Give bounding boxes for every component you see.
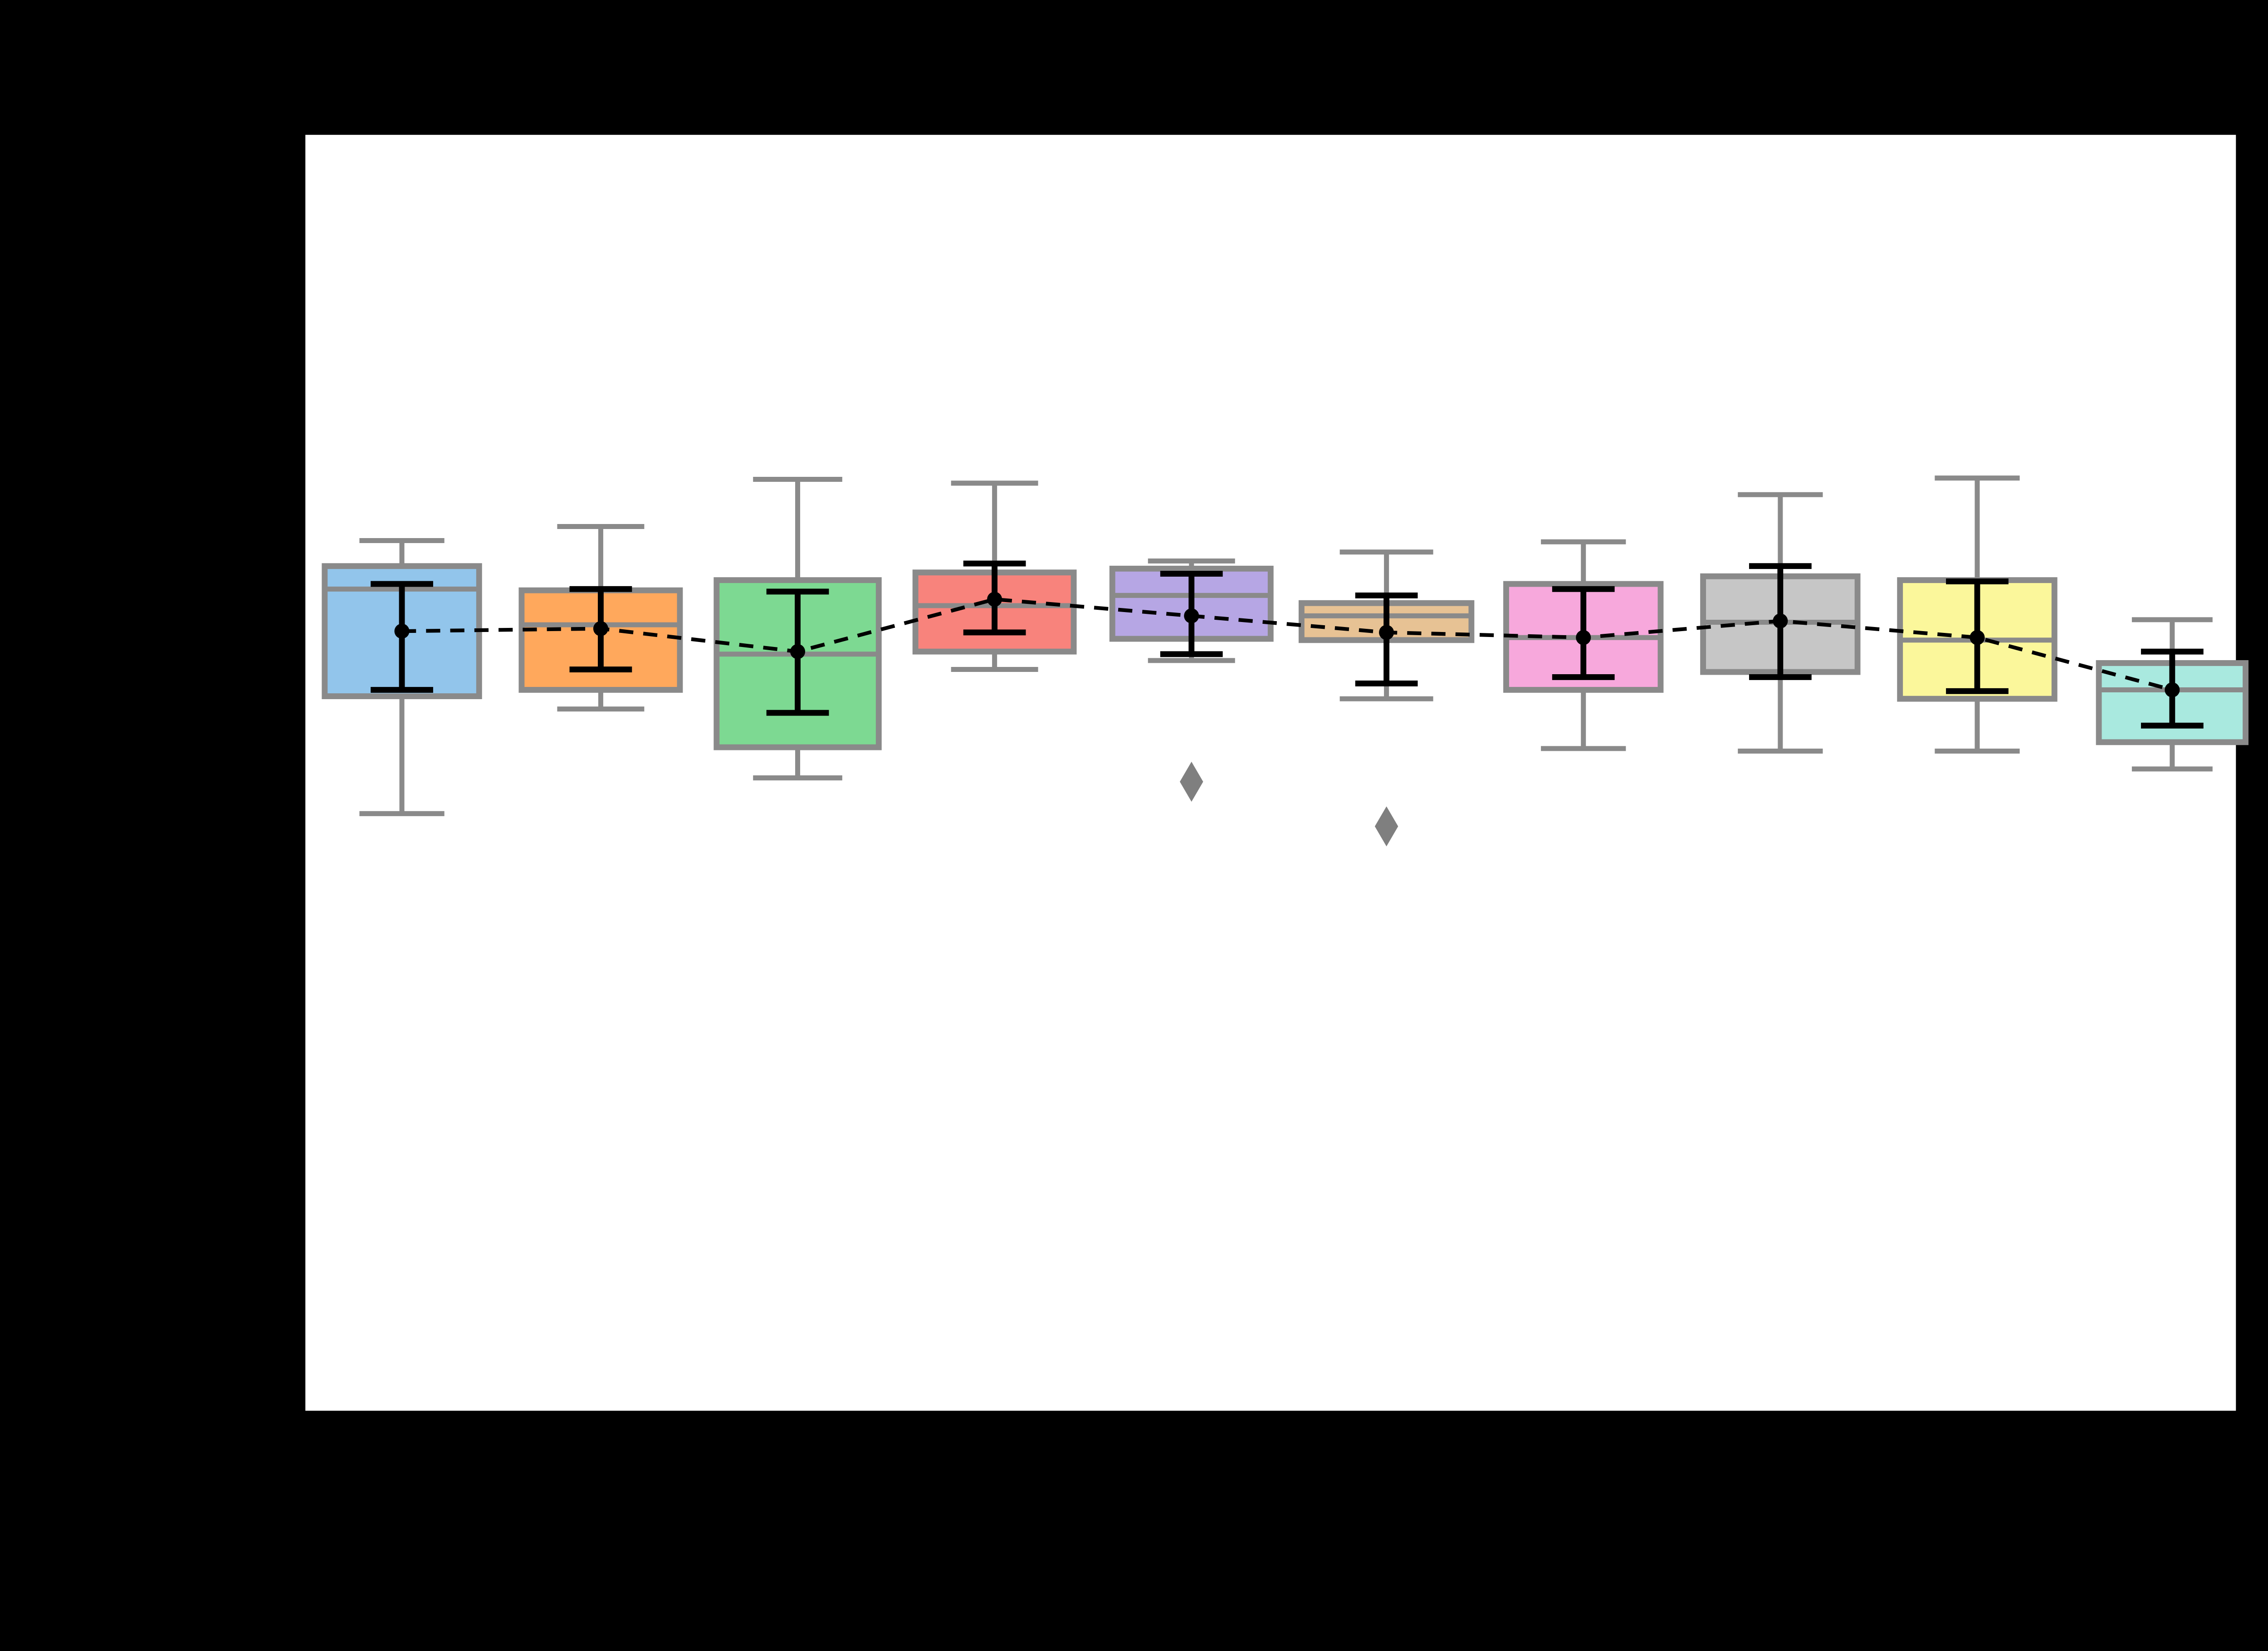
mean-marker-9 [1970,630,1985,645]
mean-marker-3 [790,644,806,659]
outlier-diamond-6-1 [1374,806,1398,847]
plot-area [305,135,2236,1411]
mean-marker-6 [1379,625,1394,640]
mean-marker-7 [1576,630,1591,645]
mean-marker-8 [1773,613,1788,629]
mean-marker-4 [987,592,1002,607]
mean-marker-2 [593,621,608,637]
mean-marker-5 [1184,608,1199,623]
mean-marker-1 [394,623,410,639]
mean-trend-line [401,597,2173,692]
mean-marker-10 [2165,682,2180,698]
